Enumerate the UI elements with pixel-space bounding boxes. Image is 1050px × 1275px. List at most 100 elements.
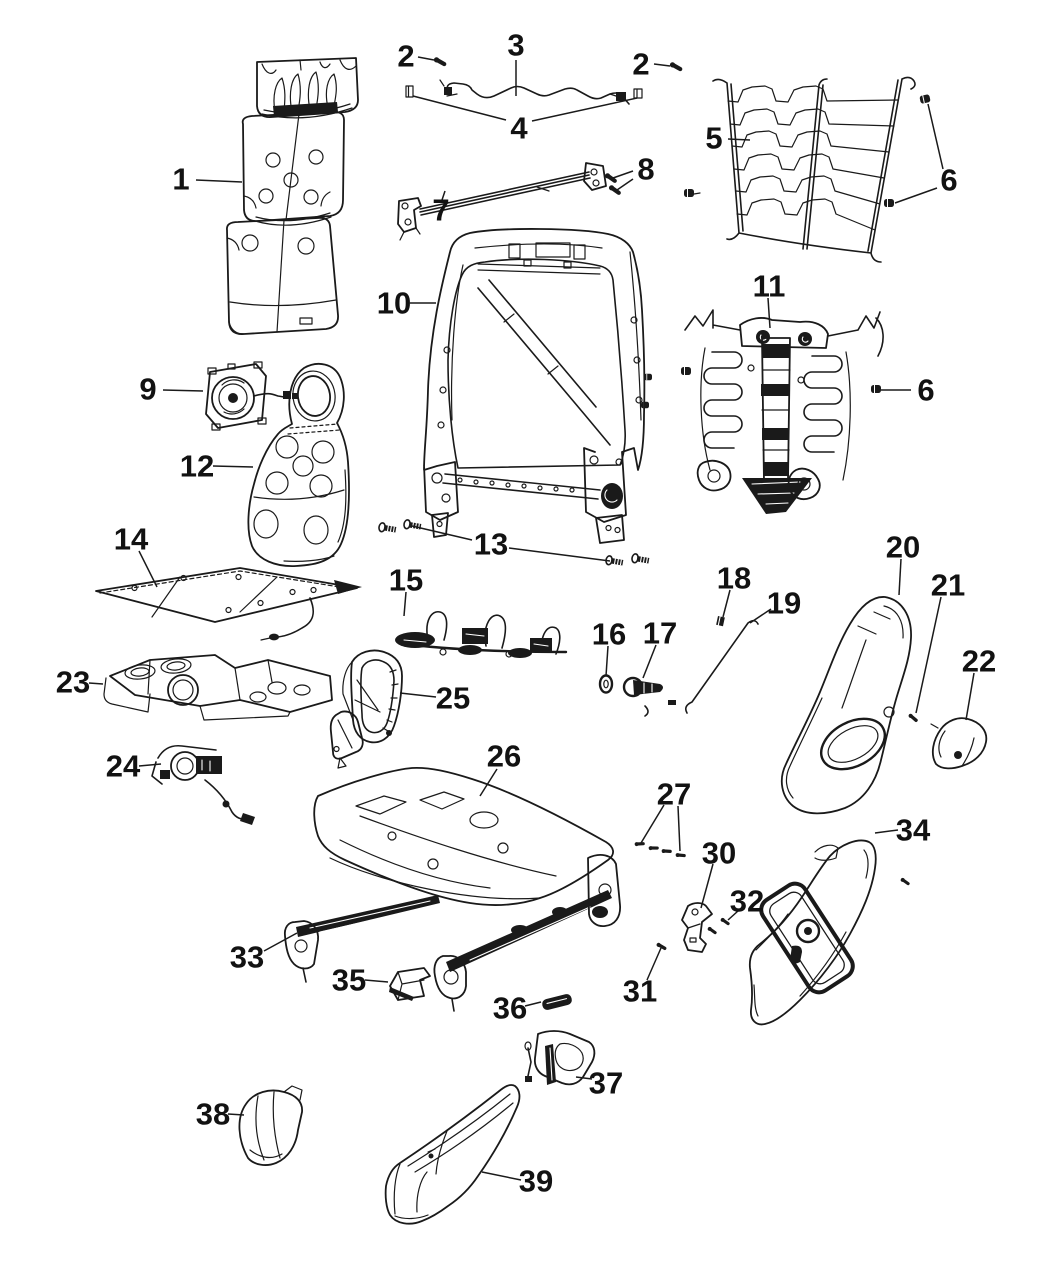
leader-line (88, 682, 104, 685)
part-34-side-shield-outboard (748, 839, 911, 1026)
callout-1-label: 1 (172, 162, 189, 197)
part-19-actuator-rod (685, 619, 759, 714)
leader-line (927, 103, 944, 170)
callout-5-seat-back-spring-mat: 5 (705, 121, 751, 156)
callout-13-frame-mounting-bolts: 13 (411, 525, 611, 562)
callout-27-label: 27 (657, 777, 691, 812)
leader-line (965, 672, 975, 721)
callout-26-label: 26 (487, 739, 521, 774)
leader-line (227, 1113, 245, 1116)
leader-line (441, 190, 446, 201)
leader-line (727, 138, 751, 141)
callout-36-trim-clip: 36 (493, 991, 542, 1026)
callout-38-label: 38 (196, 1097, 230, 1132)
part-24-motor-cable (151, 744, 255, 825)
callout-33-riser-front-foot: 33 (230, 932, 298, 975)
leader-line (212, 465, 254, 468)
leader-line (403, 591, 407, 617)
callout-21-shield-screw: 21 (915, 568, 965, 714)
leader-line (481, 1171, 522, 1181)
leader-line (874, 829, 899, 834)
part-4-retainer-clip-b (633, 88, 643, 99)
callout-18-retainer-clip: 18 (717, 561, 751, 618)
leader-line (653, 63, 671, 67)
callout-12-label: 12 (180, 449, 214, 484)
leader-line (700, 863, 714, 909)
part-23-cushion-foam (103, 654, 333, 721)
callout-6-label: 6 (940, 163, 957, 198)
part-17-recliner-handle-hub (622, 676, 676, 717)
leader-line (915, 596, 942, 714)
part-37-support-bracket (524, 1030, 596, 1086)
part-32-screws (705, 915, 731, 935)
leader-line (195, 179, 243, 183)
callout-2-label: 2 (397, 39, 414, 74)
callout-5-label: 5 (705, 121, 722, 156)
callout-8-label: 8 (637, 152, 654, 187)
part-35-anchor-clip (389, 967, 431, 1001)
part-2-screw-b (669, 62, 681, 70)
callout-30-label: 30 (702, 836, 736, 871)
callout-8-crossbar-screws: 8 (612, 152, 655, 191)
callout-32-bracket-screws: 32 (727, 884, 764, 921)
callout-6-label: 6 (917, 373, 934, 408)
callout-6-wire-retainer-grommets: 6 (894, 103, 958, 204)
callout-24-label: 24 (106, 749, 141, 784)
callout-25-label: 25 (436, 681, 470, 716)
callout-17-label: 17 (643, 616, 677, 651)
leader-line (640, 804, 665, 844)
callout-37-label: 37 (589, 1066, 623, 1101)
leader-line (677, 805, 681, 852)
part-16-bezel-washer (598, 674, 614, 694)
callout-21-label: 21 (931, 568, 965, 603)
callout-6-wire-retainer-grommet: 6 (881, 373, 935, 408)
callout-15-label: 15 (389, 563, 423, 598)
callout-25-cushion-side-ring-inboard: 25 (399, 681, 470, 716)
leader-line (524, 1001, 542, 1007)
callout-1-seat-back-trim-stack: 1 (172, 162, 243, 197)
leader-line (364, 979, 389, 983)
callout-16-label: 16 (592, 617, 626, 652)
callout-26-seat-adjuster-riser: 26 (479, 739, 521, 797)
callout-2-screw: 2 (632, 47, 671, 82)
leader-line (898, 558, 902, 596)
leader-line (767, 297, 771, 329)
part-38-track-end-cap (238, 1085, 303, 1166)
callout-37-support-bracket: 37 (575, 1066, 623, 1101)
leader-line (138, 763, 162, 767)
leader-line (263, 932, 298, 952)
callout-12-seat-back-panel: 12 (180, 449, 254, 484)
leader-line (749, 608, 772, 624)
callout-14-seat-heater-mat: 14 (114, 522, 158, 588)
leader-line (399, 692, 437, 698)
callout-19-label: 19 (767, 586, 801, 621)
leader-line (508, 547, 611, 562)
part-15-adjuster-hardware (395, 611, 568, 658)
part-13-bolts (378, 519, 649, 567)
callout-36-label: 36 (493, 991, 527, 1026)
callout-9-blower-motor: 9 (139, 372, 204, 407)
callout-31-label: 31 (623, 974, 657, 1009)
part-36-trim-clip (542, 994, 572, 1010)
leader-line (894, 187, 938, 204)
callout-13-label: 13 (474, 527, 508, 562)
callout-14-label: 14 (114, 522, 149, 557)
callout-2-screw: 2 (397, 39, 435, 74)
leader-line (575, 1076, 593, 1080)
callout-22-label: 22 (962, 644, 996, 679)
part-7-crossbar (397, 162, 607, 241)
leader-line (162, 389, 204, 392)
callout-35-label: 35 (332, 963, 366, 998)
part-26-adjuster-riser (283, 766, 621, 1012)
part-11-lumbar-spring-assembly (684, 309, 884, 514)
leader-line (417, 56, 435, 61)
callout-39-label: 39 (519, 1164, 553, 1199)
callout-39-sill-trim-shield: 39 (481, 1164, 553, 1199)
callout-7-seat-back-crossbar: 7 (432, 190, 450, 228)
part-30-bracket (681, 902, 713, 953)
callout-2-label: 2 (632, 47, 649, 82)
callout-4-harness-retainer-clips: 4 (412, 95, 638, 146)
